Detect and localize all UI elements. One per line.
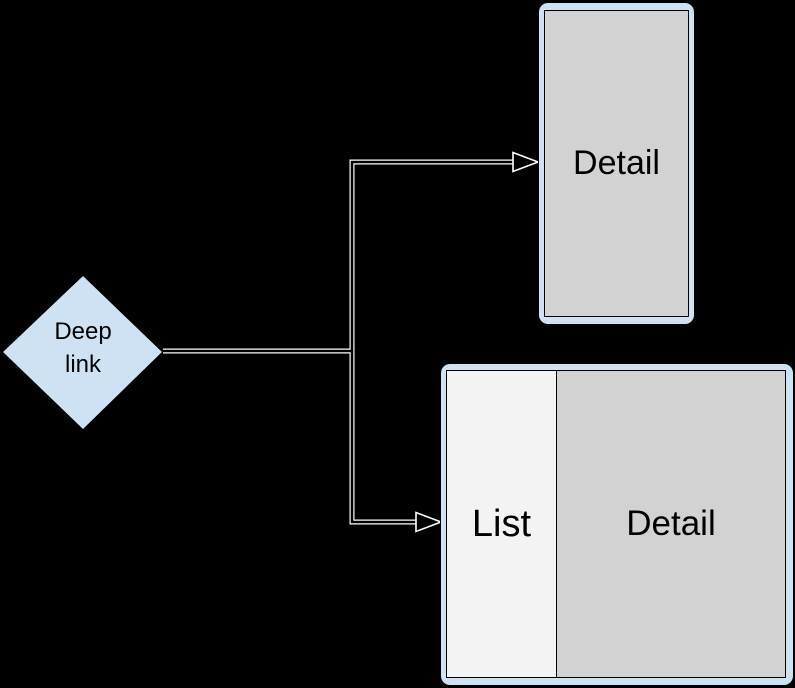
detail-pane: Detail: [557, 371, 785, 677]
list-detail-frame: List Detail: [440, 363, 794, 686]
list-pane-label: List: [471, 502, 532, 545]
connector-core-to-list-detail: [350, 351, 422, 524]
connector-core-to-detail: [163, 160, 519, 353]
detail-screen: Detail: [544, 10, 689, 317]
deep-link-label: Deep link: [54, 315, 111, 381]
detail-screen-frame: Detail: [538, 2, 695, 325]
connector-outline-to-detail: [163, 159, 519, 354]
detail-pane-label: Detail: [626, 504, 716, 543]
deep-link-label-line1: Deep: [54, 318, 112, 345]
arrowhead-to-list-detail-icon: [415, 511, 444, 533]
deep-link-label-line2: link: [64, 351, 101, 378]
list-pane: List: [447, 371, 557, 677]
arrowhead-to-detail-icon: [512, 151, 541, 173]
detail-screen-label: Detail: [573, 144, 660, 182]
connector-outline-to-list-detail: [349, 351, 422, 525]
list-detail-screen: List Detail: [446, 370, 786, 678]
